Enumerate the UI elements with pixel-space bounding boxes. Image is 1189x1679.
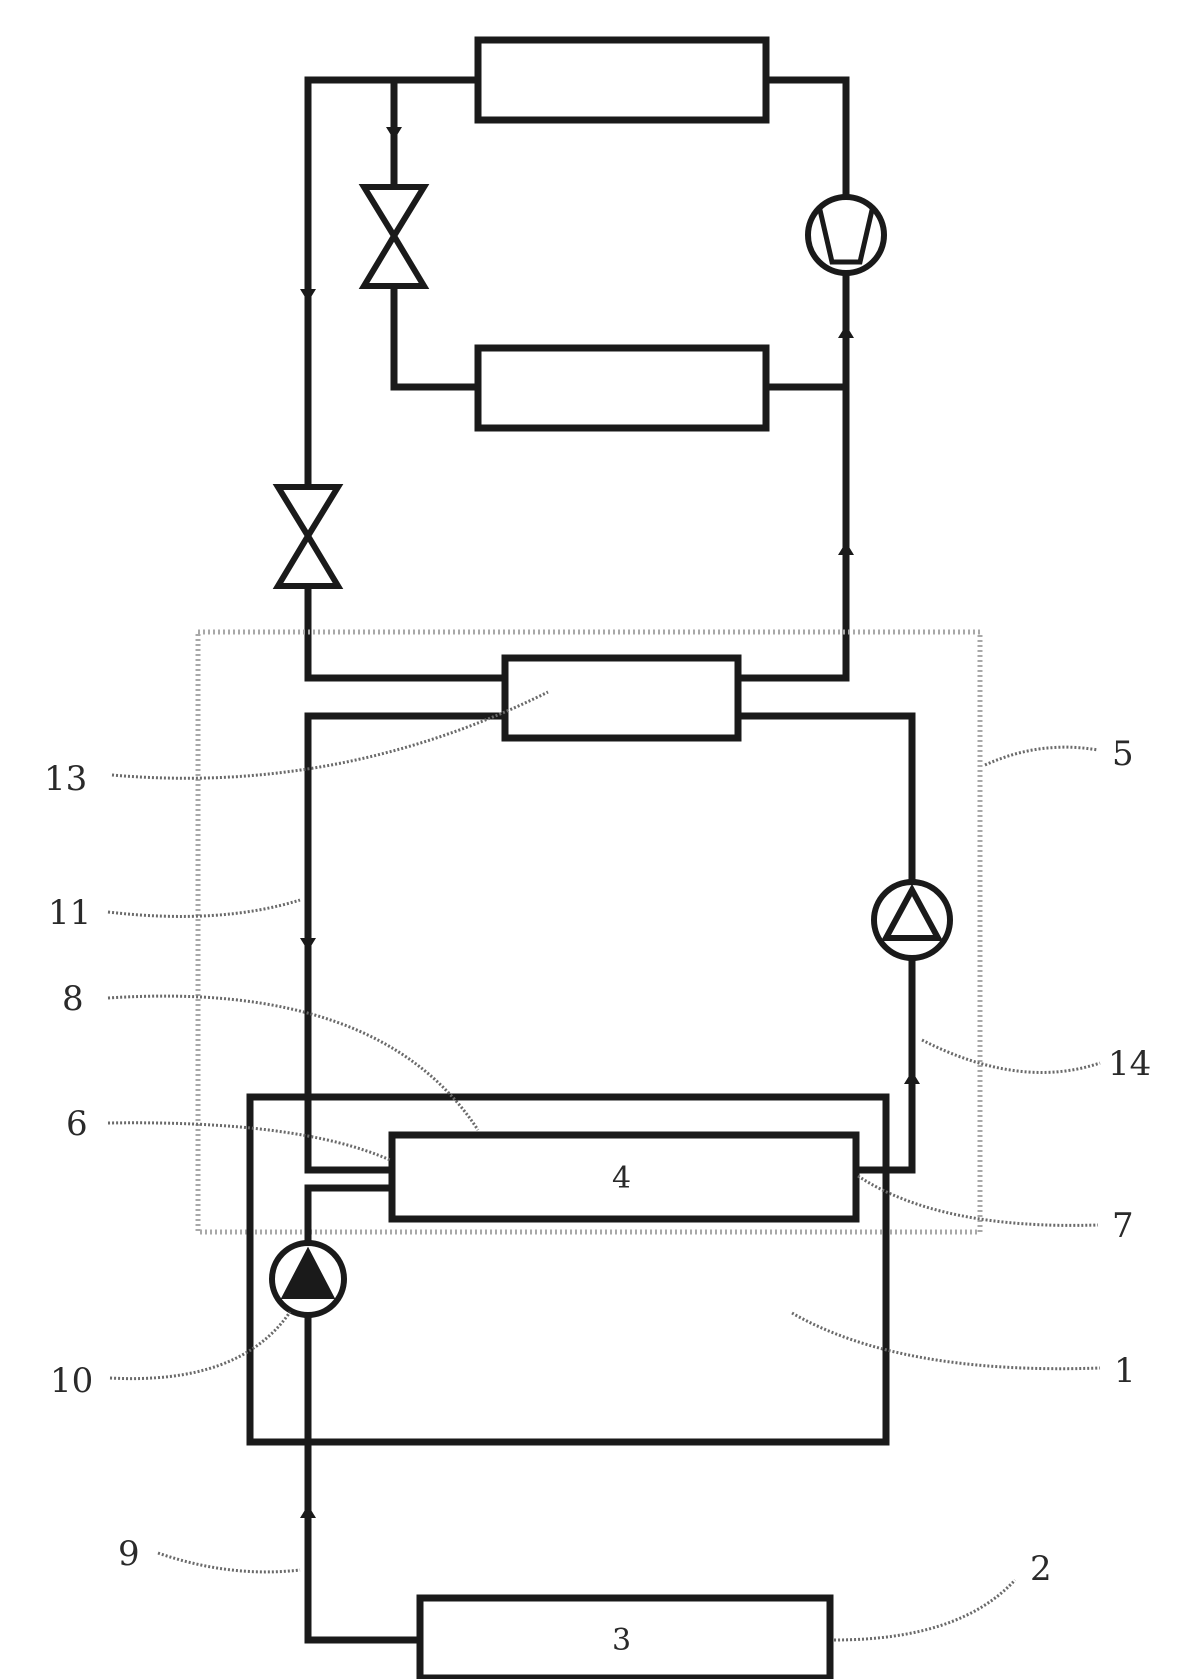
flow-arrow-icon [300, 289, 316, 302]
flow-arrow-icon [838, 325, 854, 338]
leader-10 [110, 1312, 290, 1379]
leader-11 [108, 900, 300, 916]
expansion-valve-upper-icon [364, 187, 424, 286]
label-4: 4 [612, 1161, 631, 1196]
label-13: 13 [44, 759, 87, 799]
pipe-right-upper [766, 80, 846, 198]
label-2: 2 [1030, 1549, 1052, 1589]
flow-arrow-icon [838, 542, 854, 555]
pipe-line-11 [308, 716, 505, 1170]
flow-arrow-icon [300, 1505, 316, 1518]
pipe-box4-to-pump10 [308, 1188, 392, 1245]
expansion-valve-lower-icon [278, 487, 338, 586]
label-1: 1 [1114, 1351, 1136, 1391]
label-14: 14 [1108, 1044, 1151, 1084]
label-7: 7 [1112, 1206, 1134, 1246]
pump-10-icon [272, 1243, 344, 1315]
label-11: 11 [48, 893, 91, 933]
leader-14 [922, 1040, 1100, 1072]
leader-1 [792, 1313, 1100, 1369]
pipe-box13-to-pump14 [738, 716, 912, 886]
leader-9 [158, 1553, 300, 1572]
condenser-box [478, 40, 766, 120]
leader-2 [834, 1580, 1015, 1640]
heat-exchanger-13 [505, 658, 738, 738]
leader-5 [985, 747, 1098, 765]
pipe-valve-to-box13 [308, 587, 505, 678]
compressor-icon [808, 197, 884, 273]
flow-arrow-icon [386, 127, 402, 140]
label-5: 5 [1112, 734, 1134, 774]
leader-8 [108, 996, 478, 1130]
label-3: 3 [612, 1623, 631, 1658]
evaporator-box [478, 348, 766, 428]
label-9: 9 [118, 1534, 140, 1574]
pipe-valve-to-evaporator [394, 287, 478, 387]
flow-arrow-icon [300, 938, 316, 951]
label-6: 6 [66, 1104, 88, 1144]
leader-13 [112, 692, 548, 778]
pump-14-icon [874, 882, 950, 958]
label-8: 8 [62, 979, 84, 1019]
pipe-line-9 [308, 1313, 420, 1640]
label-10: 10 [50, 1361, 93, 1401]
flow-arrow-icon [904, 1071, 920, 1084]
